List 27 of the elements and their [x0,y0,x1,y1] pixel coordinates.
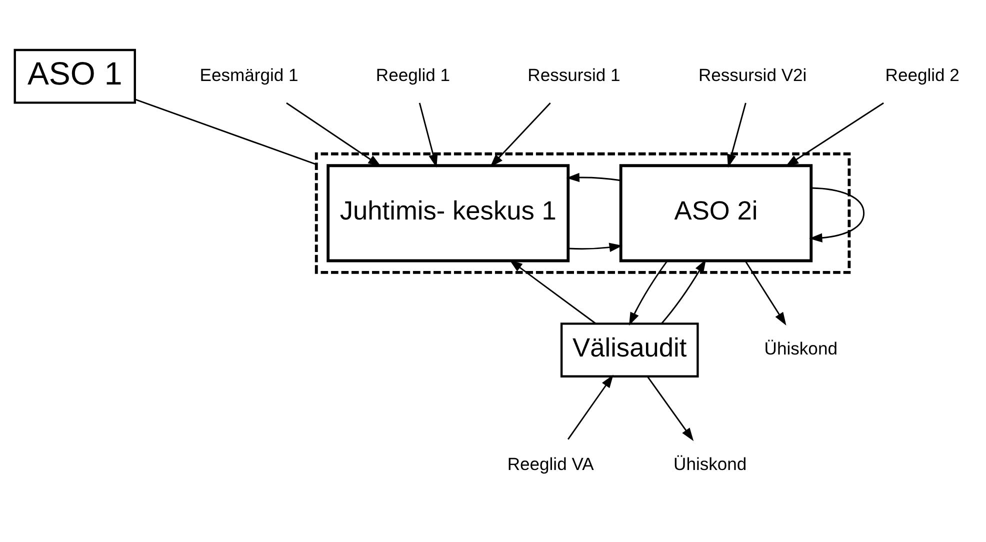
node-text: Ressursid V2i [698,64,806,85]
node-box: Juhtimis- keskus 1 [326,164,570,262]
connector [134,98,316,166]
arrow [566,172,620,182]
arrow [628,260,668,326]
node-box: ASO 1 [13,48,136,104]
arrow [418,102,438,168]
arrow [744,260,786,326]
node-text: Ühiskond [764,338,837,359]
arrow [784,102,884,167]
node-text: Ressursid 1 [527,64,620,85]
node-text: Reeglid 2 [884,64,959,85]
arrow [808,187,864,242]
node-text: Reeglid VA [506,454,594,474]
arrow [286,102,381,167]
node-text: Eesmärgid 1 [199,64,298,85]
node-box: ASO 2i [618,164,812,262]
arrow [660,259,706,324]
arrow [646,376,694,442]
node-box: Välisaudit [560,322,698,378]
arrow [568,242,622,252]
node-text: Reeglid 1 [375,64,450,85]
arrow [566,374,613,440]
node-text: Ühiskond [673,454,746,474]
arrow [726,102,746,168]
arrow [490,102,550,168]
arrow [508,260,596,324]
